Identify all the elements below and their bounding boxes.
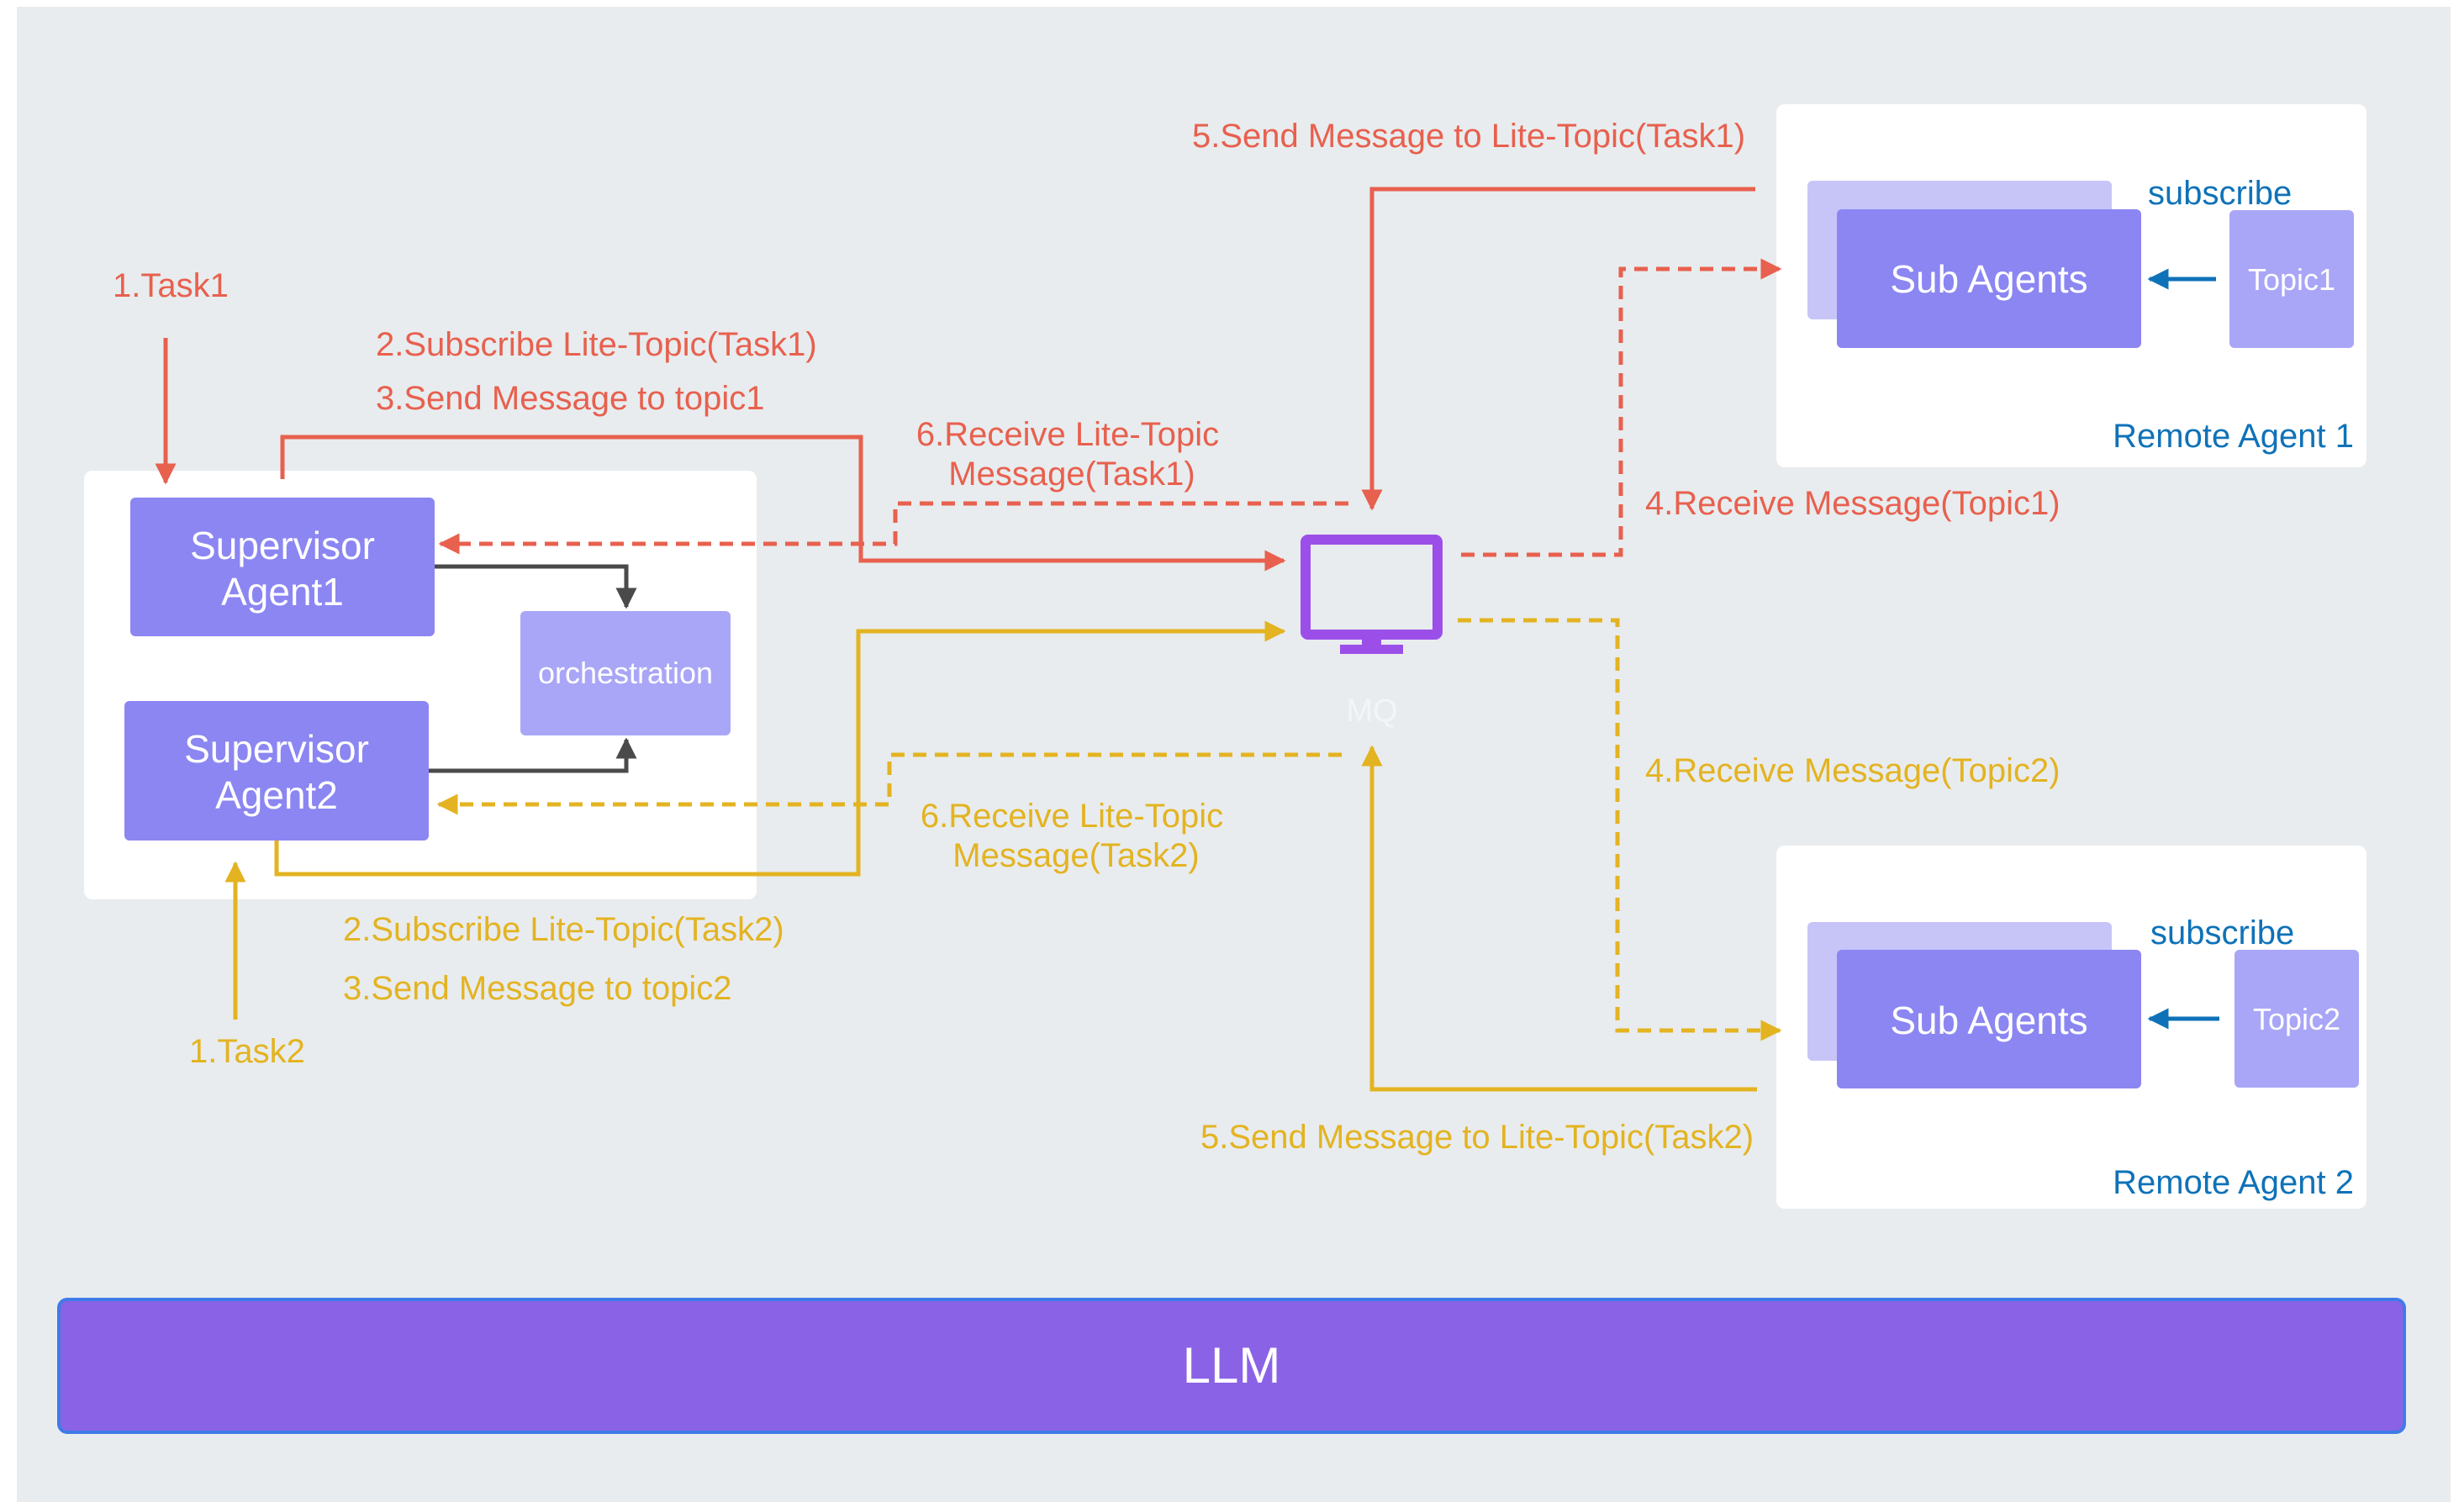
- remote2-topic-box: [2234, 950, 2359, 1088]
- orchestration-label: orchestration: [538, 656, 713, 690]
- agent2-to-mq-arrow: [274, 620, 1286, 877]
- mq-to-remote1-arrow: [1461, 258, 1782, 557]
- remote1-sub-agents-label: Sub Agents: [1890, 257, 2087, 301]
- task2-step6-label-line2: Message(Task2): [952, 837, 1199, 874]
- remote2-to-mq-arrow: [1361, 745, 1757, 1092]
- remote2-topic-label: Topic2: [2253, 1002, 2340, 1036]
- agent1-to-orchestration-arrow: [435, 564, 637, 609]
- remote1-sub-agents-box: [1837, 209, 2141, 348]
- task1-step5-label: 5.Send Message to Lite-Topic(Task1): [1192, 118, 1745, 155]
- supervisor-agent1-label-line2: Agent1: [221, 570, 344, 614]
- remote2-sub-agents-box: [1837, 950, 2141, 1088]
- supervisor-agent2-box: [124, 701, 429, 841]
- remote2-title: Remote Agent 2: [2113, 1164, 2354, 1201]
- task2-step1-label: 1.Task2: [189, 1033, 305, 1070]
- task2-step4-label: 4.Receive Message(Topic2): [1645, 752, 2060, 789]
- task1-step3-label: 3.Send Message to topic1: [376, 380, 765, 417]
- monitor-icon: [1301, 535, 1443, 654]
- task1-step2-label: 2.Subscribe Lite-Topic(Task1): [376, 326, 817, 363]
- task2-step5-label: 5.Send Message to Lite-Topic(Task2): [1200, 1119, 1754, 1156]
- remote1-to-mq-arrow: [1361, 187, 1755, 511]
- supervisor-agent1-box: [130, 498, 435, 636]
- remote1-topic-label: Topic1: [2248, 262, 2335, 297]
- agent2-to-orchestration-arrow: [429, 737, 637, 773]
- remote1-subscribe-label: subscribe: [2148, 175, 2292, 212]
- llm-label: LLM: [1183, 1337, 1281, 1394]
- supervisor-agent1-label-line1: Supervisor: [190, 524, 375, 567]
- task2-step2-label: 2.Subscribe Lite-Topic(Task2): [343, 911, 784, 948]
- remote1-title: Remote Agent 1: [2113, 418, 2354, 455]
- agent1-to-mq-arrow: [280, 435, 1286, 572]
- task1-step4-label: 4.Receive Message(Topic1): [1645, 485, 2060, 522]
- llm-bar: [57, 1298, 2406, 1434]
- remote1-topic-box: [2229, 210, 2354, 348]
- supervisor-agent2-label-line2: Agent2: [215, 773, 338, 817]
- remote2-subscribe-label: subscribe: [2150, 914, 2294, 951]
- mq-to-agent2-receive-arrow: [436, 752, 1342, 815]
- task1-step1-label: 1.Task1: [113, 267, 229, 304]
- task2-step3-label: 3.Send Message to topic2: [343, 970, 732, 1007]
- task2-step6-label-line1: 6.Receive Lite-Topic: [921, 798, 1223, 835]
- mq-label: MQ: [1346, 693, 1397, 729]
- orchestration-box: [520, 611, 731, 735]
- task1-step6-label-line1: 6.Receive Lite-Topic: [916, 416, 1219, 453]
- task1-step6-label-line2: Message(Task1): [948, 456, 1195, 493]
- mq-to-agent1-receive-arrow: [438, 501, 1348, 555]
- supervisor-agent2-label-line1: Supervisor: [184, 727, 369, 771]
- remote2-sub-agents-label: Sub Agents: [1890, 999, 2087, 1042]
